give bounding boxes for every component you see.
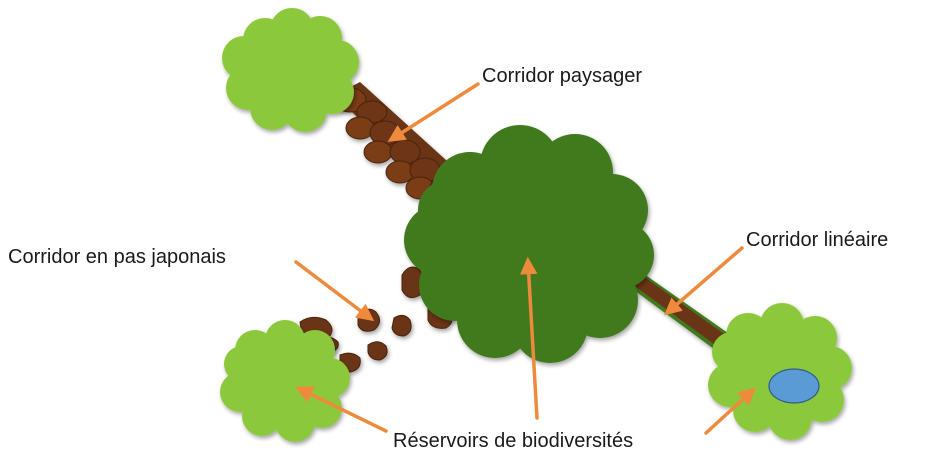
- label-corridor-pas-japonais: Corridor en pas japonais: [8, 247, 226, 267]
- label-corridor-lineaire: Corridor linéaire: [746, 230, 888, 250]
- label-corridor-paysager: Corridor paysager: [482, 66, 642, 86]
- arrow-corridor-paysager: [392, 84, 478, 139]
- arrow-corridor-pas-japonais: [296, 262, 370, 318]
- pond: [769, 369, 819, 403]
- label-reservoirs: Réservoirs de biodiversités: [393, 431, 633, 451]
- arrow-corridor-lineaire: [668, 248, 742, 312]
- reservoir-bottom-left: [220, 320, 350, 442]
- reservoir-top-left: [222, 8, 359, 132]
